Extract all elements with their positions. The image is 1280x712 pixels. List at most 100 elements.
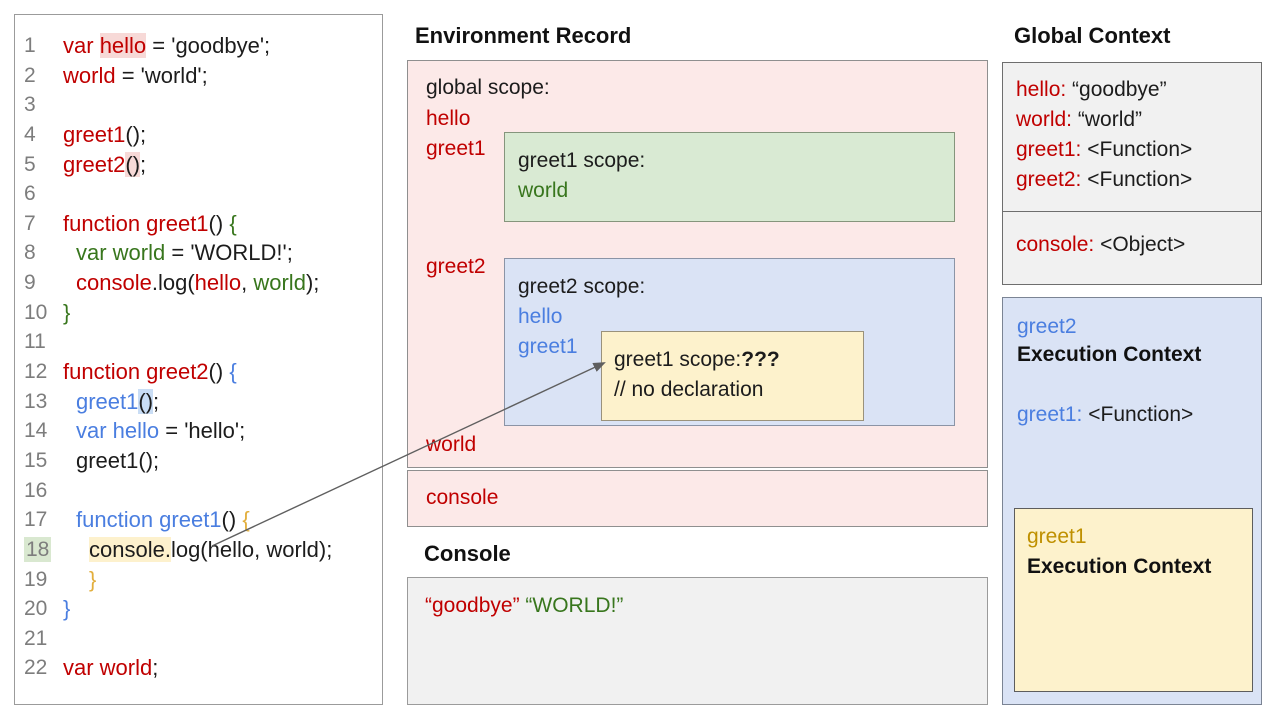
greet2-scope-box: greet2 scope: hello greet1 greet1 scope:… [504,258,955,426]
code-token: } [63,299,71,325]
line-number: 18 [24,536,52,562]
global-console-box: console [407,470,988,527]
code-token: “WORLD!” [525,594,624,617]
code-token: { [242,507,250,533]
greet1-execution-context-box: greet1 Execution Context [1014,508,1253,692]
greet2-scope-label: greet2 scope: [518,275,646,298]
greet1-context-title: Execution Context [1027,555,1212,578]
code-token: console. [89,536,171,562]
code-token: var world [76,240,166,266]
code-token: = 'goodbye'; [146,33,271,58]
environment-record-title: Environment Record [415,23,632,48]
greet1-scope-box: greet1 scope: world [504,132,955,222]
code-line-22: 22 var world; [15,653,382,683]
global-var-greet2: greet2 [426,255,486,278]
line-number: 15 [24,448,48,472]
entry-value: <Function> [1081,138,1193,161]
code-line-16: 16 [15,476,382,506]
line-number: 14 [24,419,48,443]
entry-name: world: [1016,108,1073,131]
code-token: } [63,596,71,622]
global-var-console: console [426,486,499,509]
entry-name: hello: [1016,78,1067,101]
code-token: “goodbye” [425,594,520,617]
code-token: { [229,210,237,236]
code-token: hello [99,33,147,58]
code-token: greet2 [63,151,126,177]
code-token: log(hello, world); [170,536,333,562]
line-number: 5 [24,152,36,176]
console-title: Console [424,541,511,566]
global-var-hello: hello [426,107,471,130]
console-entry-value: <Object> [1100,233,1186,256]
code-token: = 'WORLD!'; [165,240,293,266]
line-number: 22 [24,656,48,680]
code-line-20: 20} [15,594,382,624]
code-token: .log( [151,270,195,296]
code-token: () [208,359,230,385]
line-number: 1 [24,34,36,57]
entry-value: “world” [1072,108,1143,131]
console-output-box: “goodbye” “WORLD!” [407,577,988,705]
greet2-execution-context-box: greet2 Execution Context greet1: <Functi… [1002,297,1262,705]
global-scope-box: global scope: hello greet1 greet2 world … [407,60,988,468]
code-token: world [253,270,306,296]
code-line-3: 3 [15,90,382,120]
console-entry-name: console: [1016,233,1095,256]
console-output-text: “goodbye” “WORLD!” [425,594,623,617]
line-number: 3 [24,93,36,117]
greet2-context-entry: greet1: <Function> [1017,403,1193,427]
greet2-entry-value: <Function> [1088,403,1194,426]
line-number: 21 [24,626,48,650]
code-token: function greet1 [63,210,209,236]
line-number: 19 [24,567,48,591]
code-token: function greet2 [63,359,209,385]
greet2-entry-name: greet1: [1017,403,1083,426]
code-line-10: 10} [15,298,382,328]
line-number: 16 [24,478,48,502]
line-number: 7 [24,211,36,235]
code-line-18: 18 console.log(hello, world); [15,535,382,565]
global-context-title: Global Context [1014,23,1171,48]
code-token: function greet1 [76,507,222,533]
line-number: 11 [24,330,46,354]
code-token: () [138,388,154,414]
code-token: var world [63,655,153,681]
line-number: 9 [24,271,36,295]
greet2-scope-var-hello: hello [518,305,563,328]
code-token: var [63,33,100,58]
no-declaration-comment: // no declaration [614,378,764,401]
global-context-entry: hello: “goodbye” [1016,75,1261,105]
code-line-11: 11 [15,327,382,357]
greet2-context-title: Execution Context [1017,343,1202,366]
code-token: (); [125,121,147,147]
code-line-15: 15 greet1(); [15,446,382,476]
greet1-inner-scope-box: greet1 scope:??? // no declaration [601,331,864,421]
code-token: world [63,62,116,88]
code-token: ; [152,655,159,681]
code-token: hello [194,270,242,296]
code-token: greet1(); [76,447,160,473]
greet2-context-name: greet2 [1017,315,1077,338]
line-number: 2 [24,63,36,87]
line-number: 13 [24,389,48,413]
code-token: console [76,270,152,296]
global-var-world: world [426,433,477,456]
code-token: greet1 [76,388,139,414]
code-line-21: 21 [15,624,382,654]
code-token: greet1 [63,121,126,147]
code-line-1: 1 var hello = 'goodbye'; [15,31,382,61]
global-context-entry: world: “world” [1016,105,1261,135]
global-var-greet1: greet1 [426,137,486,160]
